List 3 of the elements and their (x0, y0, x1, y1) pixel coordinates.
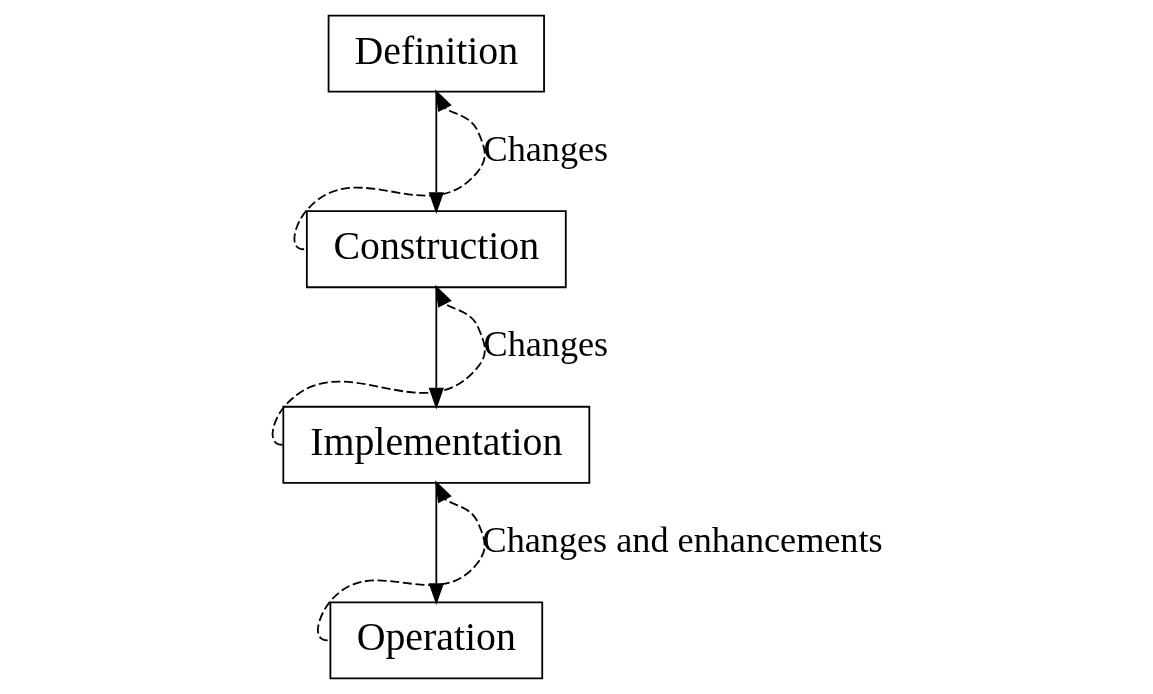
edge-label: Changes (483, 128, 608, 169)
edge-label: Changes (483, 324, 608, 365)
edge-label: Changes and enhancements (482, 519, 883, 560)
